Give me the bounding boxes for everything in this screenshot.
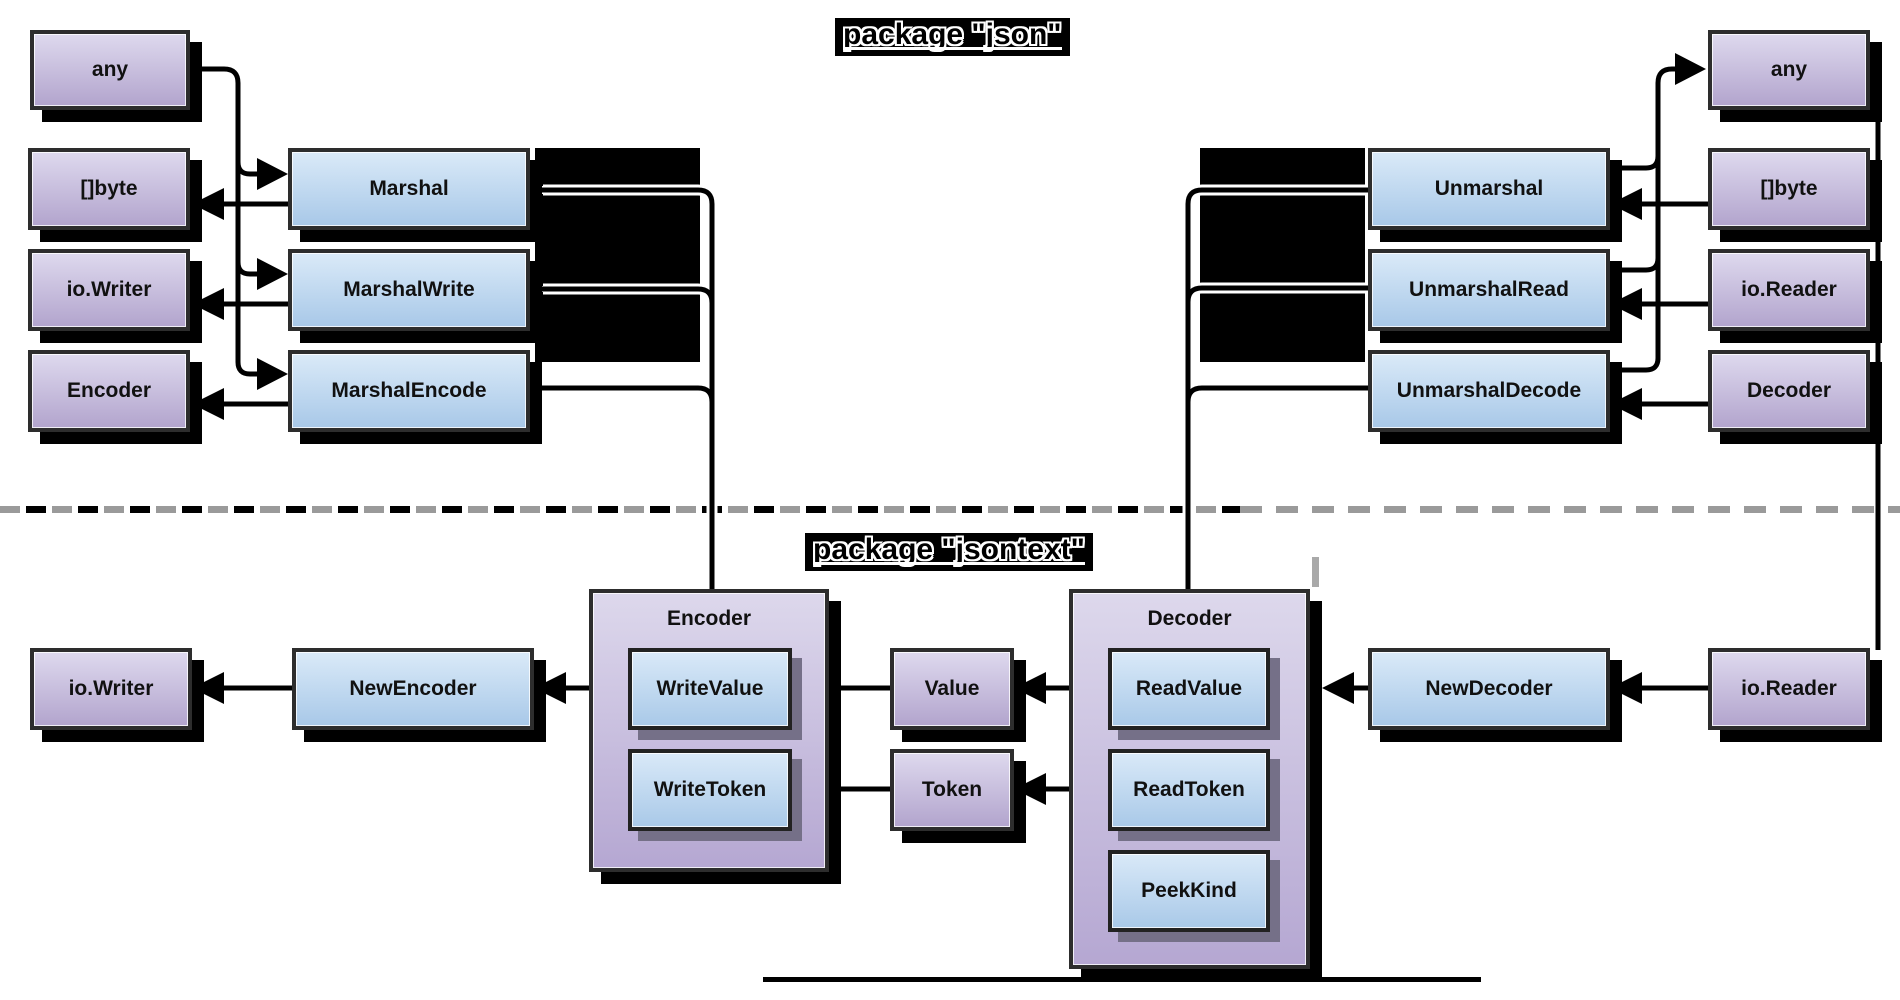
method-read-token: ReadToken	[1108, 749, 1270, 831]
method-write-value: WriteValue	[628, 648, 792, 730]
edge-label-block	[535, 148, 700, 186]
fn-new-decoder: NewDecoder	[1368, 648, 1610, 730]
node-byte-slice-left: []byte	[28, 148, 190, 230]
method-read-value: ReadValue	[1108, 648, 1270, 730]
fn-unmarshal-read: UnmarshalRead	[1368, 249, 1610, 331]
method-peek-kind: PeekKind	[1108, 850, 1270, 932]
fn-unmarshal: Unmarshal	[1368, 148, 1610, 230]
container-decoder-title: Decoder	[1147, 607, 1232, 630]
node-io-writer-bottom: io.Writer	[30, 648, 192, 730]
node-byte-slice-right: []byte	[1708, 148, 1870, 230]
edge-label-block	[535, 292, 700, 362]
node-any-right: any	[1708, 30, 1870, 110]
package-jsontext-title-link[interactable]: package "jsontext"	[805, 533, 1093, 571]
fn-marshal-encode: MarshalEncode	[288, 350, 530, 432]
node-decoder-ref: Decoder	[1708, 350, 1870, 432]
package-separator-dashed-line	[1240, 506, 1900, 513]
node-any-left: any	[30, 30, 190, 110]
fn-marshal: Marshal	[288, 148, 530, 230]
fn-new-encoder: NewEncoder	[292, 648, 534, 730]
package-separator-dashed-line	[0, 506, 1240, 513]
node-io-writer-top: io.Writer	[28, 249, 190, 331]
node-encoder-ref: Encoder	[28, 350, 190, 432]
edge-label-block	[535, 194, 700, 286]
edge-label-block	[1200, 194, 1365, 286]
edge-label-block	[1200, 292, 1365, 362]
package-json-title-link[interactable]: package "json"	[835, 18, 1070, 56]
bottom-border-line	[763, 977, 1481, 982]
node-io-reader-bottom: io.Reader	[1708, 648, 1870, 730]
gray-tick-artifact	[1312, 557, 1319, 587]
container-encoder-title: Encoder	[666, 607, 752, 630]
node-value: Value	[890, 648, 1014, 730]
fn-marshal-write: MarshalWrite	[288, 249, 530, 331]
node-token: Token	[890, 749, 1014, 831]
edge-label-block	[1200, 148, 1365, 186]
fn-unmarshal-decode: UnmarshalDecode	[1368, 350, 1610, 432]
method-write-token: WriteToken	[628, 749, 792, 831]
node-io-reader-top: io.Reader	[1708, 249, 1870, 331]
